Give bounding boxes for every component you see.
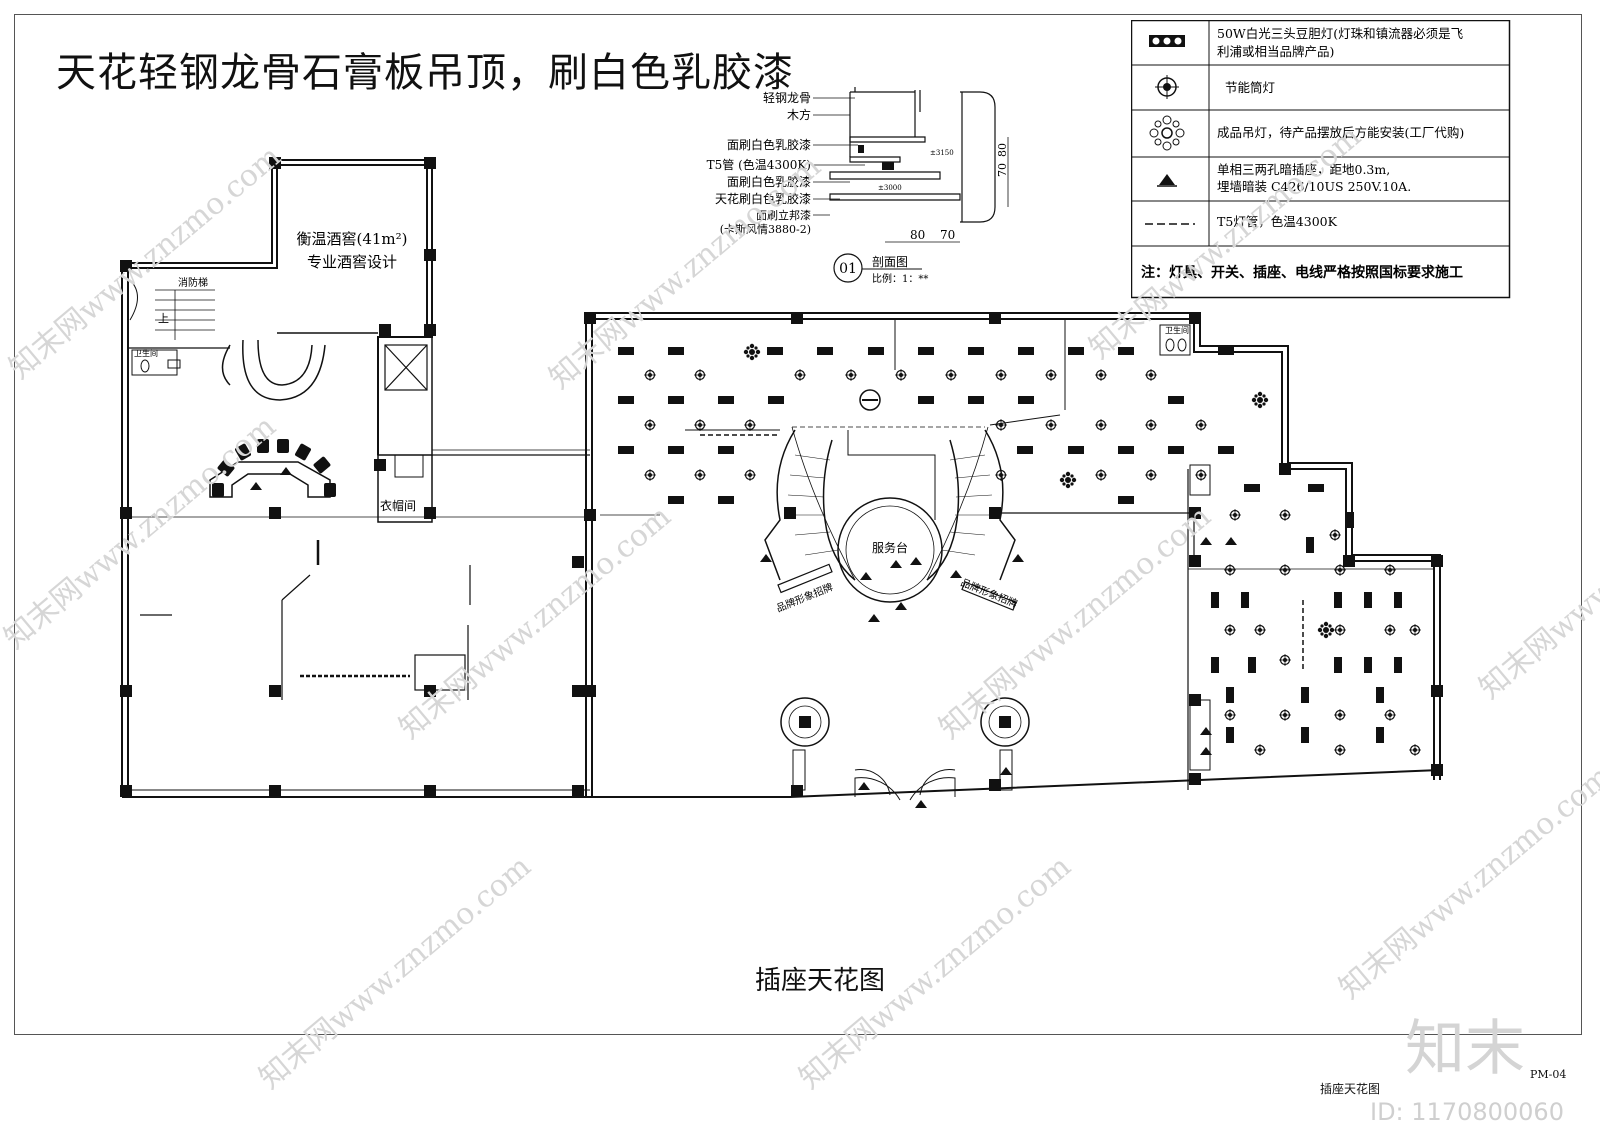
section-label: T5管 (色温4300K) (707, 157, 811, 172)
svg-text:知末网www.znzmo.com: 知末网www.znzmo.com (393, 499, 678, 746)
svg-text:知末网www.znzmo.com: 知末网www.znzmo.com (1333, 759, 1600, 1006)
svg-text:知末网www.znzmo.com: 知末网www.znzmo.com (1083, 119, 1368, 366)
right-wing-walls (585, 312, 1441, 798)
left-wing-walls (121, 159, 590, 798)
triple-downlight-icon (1149, 35, 1185, 47)
watermark-id: ID: 1170800060 (1370, 1098, 1564, 1126)
legend-table: 50W白光三头豆胆灯(灯珠和镇流器必须是飞 利浦或相当品牌产品) 节能筒灯 成品… (1131, 20, 1511, 299)
brand-signs (777, 563, 1017, 611)
legend-text: 50W白光三头豆胆灯(灯珠和镇流器必须是飞 (1217, 26, 1463, 41)
section-dim: 70 (940, 228, 955, 242)
service-desk (837, 430, 943, 603)
entrance-door (854, 769, 956, 801)
room-label-toilet: 卫生间 (1165, 325, 1189, 335)
legend-text: T5灯管，色温4300K (1217, 214, 1338, 229)
central-spiral-stairs (764, 426, 1016, 581)
svg-text:知末网www.znzmo.com: 知末网www.znzmo.com (253, 849, 538, 1096)
brand-sign-label: 品牌形象招牌 (774, 580, 835, 615)
section-label: 木方 (787, 107, 811, 122)
section-label: 轻钢龙骨 (763, 91, 811, 105)
pendant-marker (859, 389, 881, 411)
section-number: 01 (839, 261, 857, 277)
partitions (140, 540, 471, 700)
room-label-wine-cellar-sub: 专业酒窖设计 (307, 253, 397, 271)
toilet-fixtures (131, 324, 1211, 771)
legend-text: 节能筒灯 (1225, 80, 1275, 95)
fire-stair (155, 289, 215, 340)
room-label-toilet: 卫生间 (134, 348, 158, 358)
section-label: 面刷白色乳胶漆 (727, 174, 811, 189)
legend-text: 单相三两孔暗插座，距地0.3m, (1217, 162, 1390, 177)
drawing-frame (14, 14, 1582, 1035)
elevator (384, 344, 428, 391)
room-label-cloakroom: 衣帽间 (380, 498, 416, 513)
section-label: 天花刷白色乳胶漆 (715, 191, 811, 206)
section-dim: 70 (996, 163, 1009, 177)
can-light-icon (1155, 75, 1179, 99)
section-label: (卡斯风情3880-2) (720, 223, 811, 236)
section-label: 面刷立邦漆 (756, 208, 811, 222)
room-label-wine-cellar: 衡温酒窖(41m²) (296, 230, 407, 248)
level-mark: ±3000 (878, 184, 902, 192)
page-title: 天花轻钢龙骨石膏板吊顶，刷白色乳胶漆 (56, 50, 794, 96)
section-label: 面刷白色乳胶漆 (727, 137, 811, 152)
floor-socket-icon (1157, 174, 1177, 187)
t5-tubes (700, 434, 1304, 670)
section-dim: 80 (996, 143, 1009, 157)
stair-treads (787, 454, 993, 556)
svg-text:知末网www.znzmo.com: 知末网www.znzmo.com (543, 149, 828, 396)
section-scale: 比例：1：** (872, 272, 928, 285)
pendant-light-icon (1149, 115, 1185, 151)
stair-up-label: 上 (158, 312, 169, 325)
drawing-title: 插座天花图 (755, 966, 886, 996)
sheet-code: PM-04 (1530, 1068, 1567, 1081)
section-dim: 80 (910, 228, 925, 242)
brand-sign-label: 品牌形象招牌 (959, 576, 1020, 611)
floor-sockets (250, 467, 1237, 808)
legend-text: 利浦或相当品牌产品) (1217, 44, 1334, 59)
section-detail: 轻钢龙骨 木方 面刷白色乳胶漆 T5管 (色温4300K) 面刷白色乳胶漆 天花… (707, 87, 1009, 285)
door-swing (129, 279, 138, 321)
section-name: 剖面图 (872, 255, 908, 269)
bar-counter (209, 439, 336, 498)
legend-text: 成品吊灯，待产品摆放后方能安装(工厂代购) (1217, 125, 1464, 140)
sheet-name: 插座天花图 (1320, 1082, 1381, 1096)
svg-text:知末网www.znzmo.com: 知末网www.znzmo.com (1473, 459, 1600, 706)
watermark-text: 知末网www.znzmo.com 知末网www.znzmo.com 知末网www… (0, 119, 1600, 1096)
service-desk-label: 服务台 (872, 540, 908, 555)
legend-note: 注：灯具、开关、插座、电线严格按照国标要求施工 (1141, 264, 1463, 281)
watermark-logo: 知末 (1405, 1014, 1525, 1084)
left-spiral-stair (221, 339, 326, 401)
columns (584, 312, 1443, 797)
room-label-fire-stair: 消防梯 (178, 276, 208, 289)
svg-text:知末网www.znzmo.com: 知末网www.znzmo.com (933, 499, 1218, 746)
svg-text:知末网www.znzmo.com: 知末网www.znzmo.com (0, 409, 283, 656)
level-mark: ±3150 (930, 149, 954, 157)
legend-text: 埋墙暗装 C426/10US 250V.10A. (1217, 179, 1411, 194)
